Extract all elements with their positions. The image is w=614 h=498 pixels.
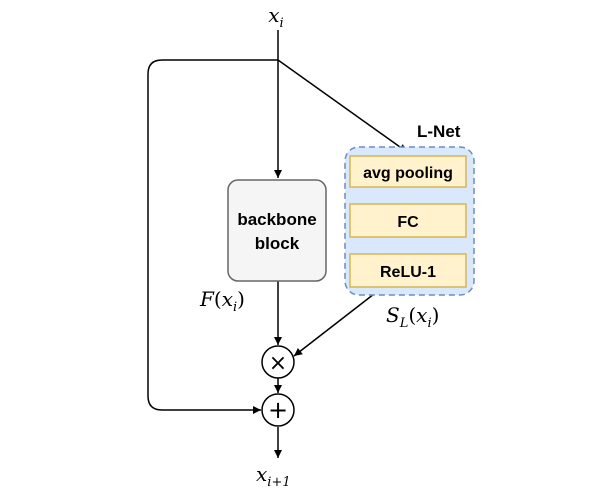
multiply-symbol: × xyxy=(269,351,287,376)
lnet-to-multiply-arrow xyxy=(293,293,375,357)
lnet-layer-relu xyxy=(349,253,467,288)
add-symbol: + xyxy=(268,396,288,424)
lnet-layer-fc-label: FC xyxy=(397,214,419,231)
lnet-layer-avg-pooling xyxy=(349,155,467,188)
backbone-label-line2: block xyxy=(255,234,300,253)
input-to-lnet-arrow xyxy=(277,59,408,153)
multiply-node xyxy=(261,345,295,379)
lnet-layer-avg-pooling-label: avg pooling xyxy=(363,165,453,182)
lnet-title: L-Net xyxy=(417,122,461,141)
lnet-output-label: SL(xi) xyxy=(386,303,439,331)
output-label: xi+1 xyxy=(256,462,291,490)
lnet-layer-fc xyxy=(349,203,467,238)
lnet-layer-relu-label: ReLU-1 xyxy=(380,264,436,281)
backbone-output-label: F(xi) xyxy=(199,287,245,315)
backbone-block xyxy=(227,179,327,282)
input-label: xi xyxy=(268,3,283,31)
backbone-label-line1: backbone xyxy=(237,210,316,229)
connectors xyxy=(147,30,412,458)
add-node xyxy=(261,393,295,427)
skip-connection-arrow xyxy=(147,59,278,414)
